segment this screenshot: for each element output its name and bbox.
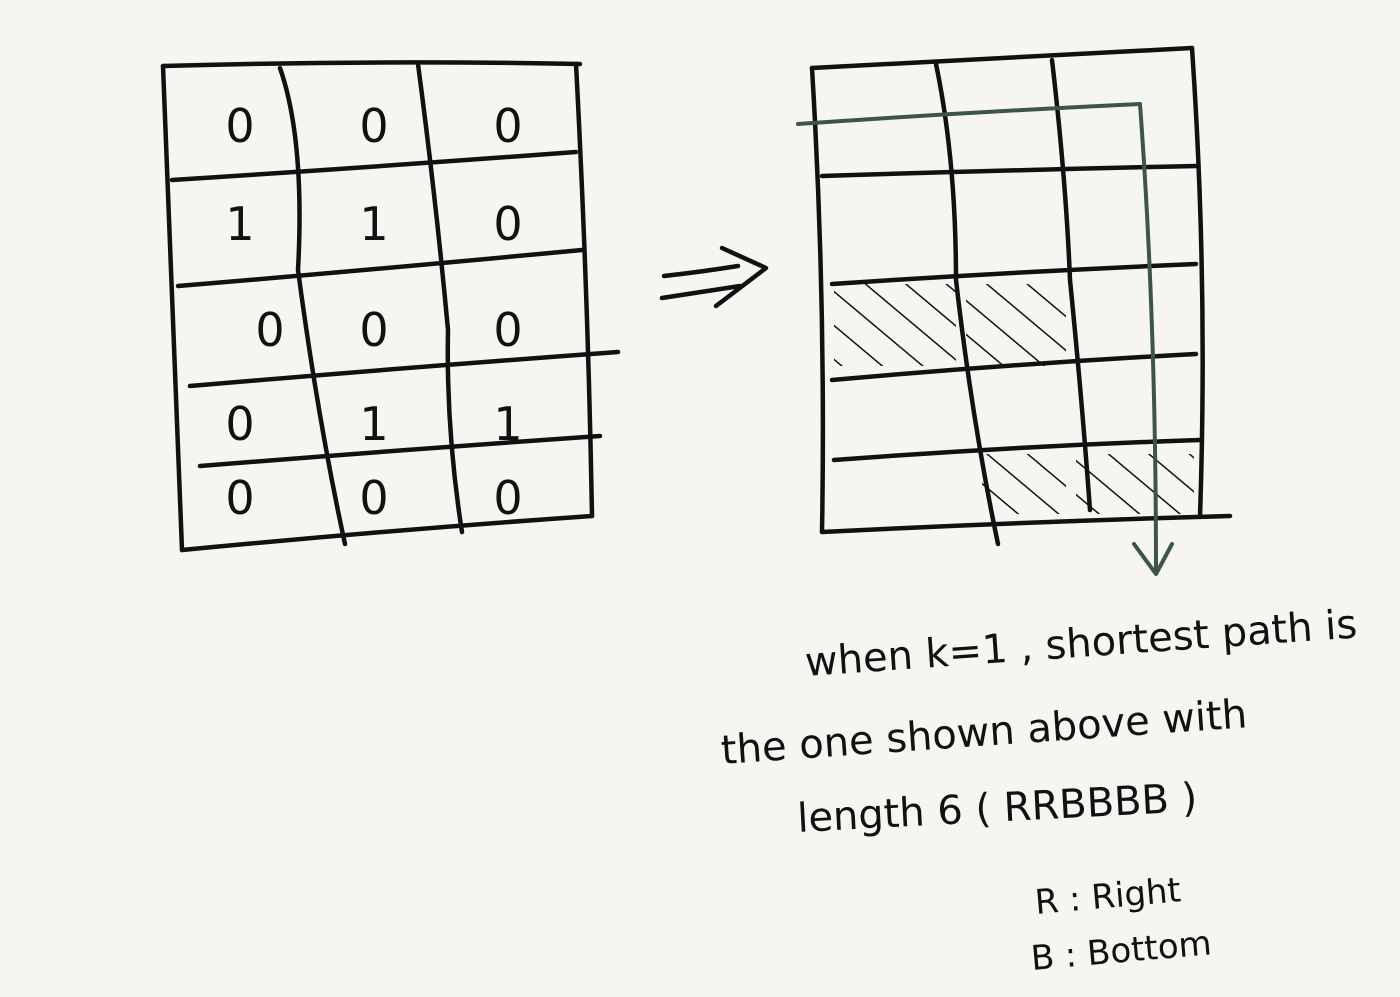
left-grid-right-border: [573, 61, 595, 519]
right-grid-row-divider-4: [831, 437, 1203, 463]
grid-cell-3-2: 1: [493, 397, 522, 451]
right-grid-row-divider-2: [829, 261, 1199, 287]
grid-cell-1-2: 0: [493, 197, 522, 251]
grid-cell-4-2: 0: [493, 471, 522, 525]
right-grid-right-border: [1189, 45, 1205, 519]
hatched-cell-1-1: [966, 284, 1066, 366]
grid-cell-4-1: 0: [359, 471, 388, 525]
grid-cell-0-1: 0: [359, 99, 388, 153]
legend-right: R : Right: [1033, 870, 1182, 923]
transform-arrow: [659, 245, 769, 309]
grid-cell-0-0: 0: [225, 99, 254, 153]
right-grid-bottom-border: [819, 513, 1233, 535]
grid-cell-4-0: 0: [225, 471, 254, 525]
left-grid-left-border: [160, 63, 185, 553]
explanation-note: when k=1 , shortest path is the one show…: [719, 601, 1358, 841]
left-grid-bottom-border: [179, 513, 595, 553]
right-grid-row-divider-3: [829, 351, 1199, 383]
hatched-cell-3-2: [1076, 454, 1194, 514]
arrow-line-bottom: [659, 283, 743, 301]
note-line-3: length 6 ( RRBBBB ): [796, 775, 1198, 842]
grid-cell-2-1: 0: [359, 303, 388, 357]
left-grid-row-divider-3: [187, 349, 621, 389]
right-grid: [796, 45, 1233, 576]
note-line-2: the one shown above with: [719, 691, 1248, 774]
hatched-cell-3-1: [982, 454, 1066, 514]
hatched-cell-1-0: [834, 284, 956, 366]
left-grid-top-border: [160, 60, 583, 69]
grid-cell-3-0: 0: [225, 397, 254, 451]
arrow-line-top: [661, 263, 741, 279]
grid-cell-2-2: 0: [493, 303, 522, 357]
left-grid-row-divider-2: [175, 247, 585, 289]
shortest-path-arrow: [796, 102, 1158, 572]
left-grid-col-divider-2: [415, 61, 465, 535]
note-line-1: when k=1 , shortest path is: [803, 601, 1358, 685]
grid-cell-2-0: 0: [255, 303, 284, 357]
left-grid-row-divider-1: [169, 149, 579, 183]
right-grid-left-border: [809, 65, 826, 535]
hatched-cells: [834, 284, 1194, 514]
grid-cell-1-0: 1: [225, 197, 254, 251]
legend-bottom: B : Bottom: [1029, 923, 1213, 979]
left-grid-col-divider-1: [277, 65, 348, 547]
right-grid-col-divider-1: [933, 61, 1001, 547]
arrow-head: [713, 245, 769, 309]
right-grid-row-divider-1: [819, 163, 1199, 179]
left-grid-row-divider-4: [197, 433, 603, 469]
shortest-path-arrow-head: [1132, 542, 1174, 576]
grid-cell-1-1: 1: [359, 197, 388, 251]
grid-cell-0-2: 0: [493, 99, 522, 153]
legend: R : Right B : Bottom: [1029, 870, 1213, 979]
right-grid-top-border: [809, 45, 1195, 71]
grid-cell-3-1: 1: [359, 397, 388, 451]
